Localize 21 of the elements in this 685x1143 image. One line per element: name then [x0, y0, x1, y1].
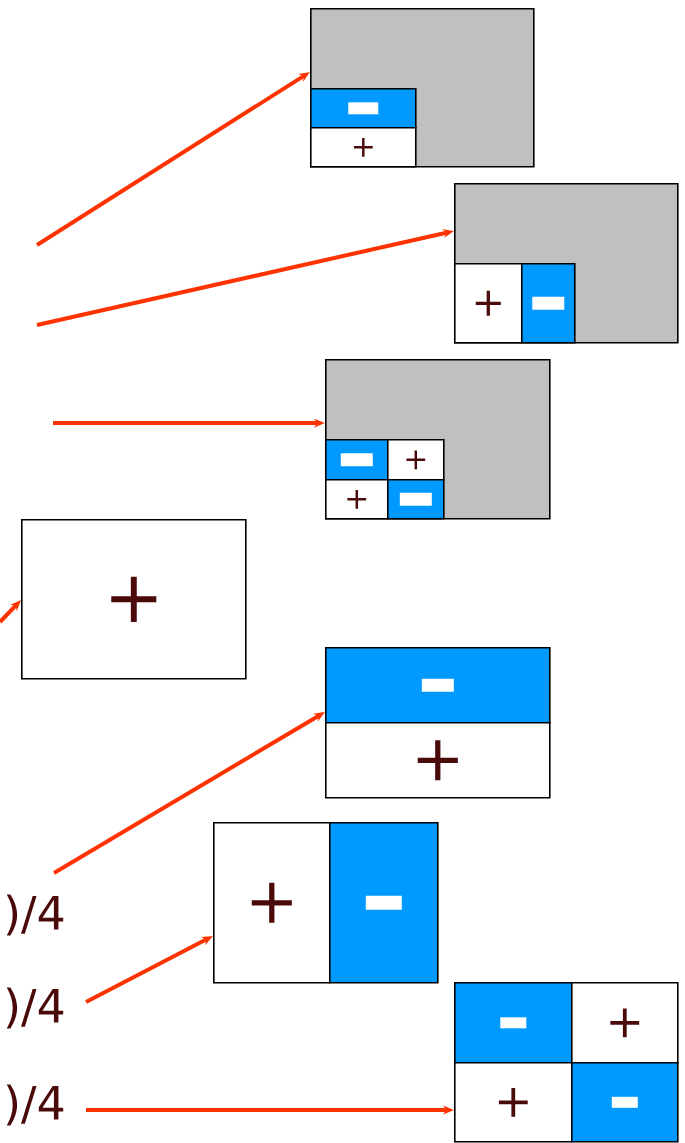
formula-label: )/4 — [6, 1084, 64, 1126]
plus-cell: + — [325, 722, 551, 799]
minus-cell — [454, 982, 573, 1064]
plus-cell: + — [213, 822, 331, 984]
minus-cell — [329, 822, 439, 984]
formula-label: )/4 — [6, 894, 64, 936]
plus-cell: + — [325, 479, 389, 520]
plus-cell: + — [454, 1062, 573, 1143]
minus-cell — [571, 1062, 679, 1143]
minus-cell — [325, 439, 389, 481]
plus-cell: + — [21, 519, 247, 680]
plus-cell: + — [310, 127, 417, 168]
plus-cell: + — [454, 263, 523, 344]
minus-cell — [521, 263, 576, 344]
minus-cell — [310, 88, 417, 129]
arrow — [0, 600, 21, 624]
plus-cell: + — [387, 439, 445, 481]
formula-label: )/4 — [6, 987, 64, 1029]
minus-cell — [325, 647, 551, 724]
plus-cell: + — [571, 982, 679, 1064]
minus-cell — [387, 479, 445, 520]
